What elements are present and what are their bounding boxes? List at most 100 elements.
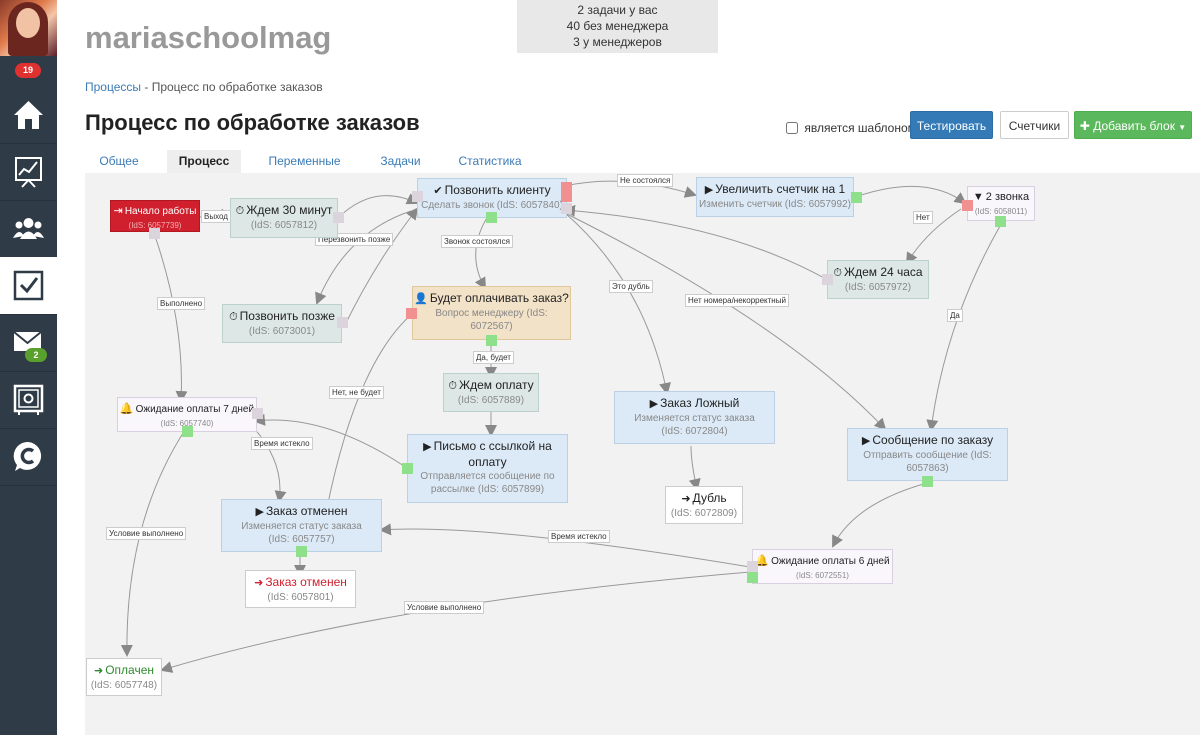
edge-fake-dup xyxy=(688,445,701,491)
mail-badge: 2 xyxy=(25,348,47,362)
port-call-ok[interactable] xyxy=(486,212,497,223)
envelope-icon xyxy=(13,331,42,351)
block-will-pay-title: Будет оплачивать заказ? xyxy=(429,291,569,305)
sidebar-item-chat[interactable] xyxy=(0,428,57,486)
block-will-pay[interactable]: 👤Будет оплачивать заказ? Вопрос менеджер… xyxy=(412,286,571,340)
port-two-yes[interactable] xyxy=(995,216,1006,227)
tasks-mine[interactable]: 2 задачи у вас xyxy=(577,3,658,17)
test-button[interactable]: Тестировать xyxy=(910,111,993,139)
block-call-client-sub: Сделать звонок (IdS: 6057840) xyxy=(421,200,563,211)
tab-process[interactable]: Процесс xyxy=(167,150,241,173)
port-cancel-out[interactable] xyxy=(296,546,307,557)
block-call-client-title: Позвонить клиенту xyxy=(444,183,551,197)
block-wait24-title: Ждем 24 часа xyxy=(843,265,923,279)
port-call-in[interactable] xyxy=(412,191,423,202)
sidebar-item-safe[interactable] xyxy=(0,371,57,429)
port-wait30-out[interactable] xyxy=(333,212,344,223)
edge-label-duplicate: Это дубль xyxy=(609,280,653,293)
clock-icon: ⏱ xyxy=(833,267,842,279)
block-letter[interactable]: ▶Письмо с ссылкой на оплату Отправляется… xyxy=(407,434,568,503)
block-fake-order[interactable]: ▶Заказ Ложный Изменяется статус заказа (… xyxy=(614,391,775,444)
port-wait6-expired[interactable] xyxy=(747,561,758,572)
template-checkbox-row[interactable]: является шаблоном xyxy=(786,121,916,135)
play-icon: ▶ xyxy=(423,441,432,453)
tab-statistics[interactable]: Статистика xyxy=(458,154,522,168)
edges-layer xyxy=(120,180,1001,673)
sidebar-item-tasks[interactable] xyxy=(0,257,57,315)
bell-icon: 🔔 xyxy=(755,555,770,567)
block-wait-payment[interactable]: ⏱Ждем оплату (IdS: 6057889) xyxy=(443,373,539,412)
template-checkbox-label: является шаблоном xyxy=(804,121,916,135)
port-wait7-expired[interactable] xyxy=(252,408,263,419)
tab-general[interactable]: Общее xyxy=(99,154,139,168)
avatar[interactable] xyxy=(0,0,57,56)
block-wait30[interactable]: ⏱Ждем 30 минут (IdS: 6057812) xyxy=(230,198,338,238)
sidebar-item-stats[interactable] xyxy=(0,143,57,201)
port-incr-out[interactable] xyxy=(851,192,862,203)
clock-icon: ⏱ xyxy=(229,311,238,323)
home-icon xyxy=(14,101,43,129)
template-checkbox[interactable] xyxy=(786,122,798,134)
edge-label-time-expired-left: Время истекло xyxy=(251,437,313,450)
block-incr-counter[interactable]: ▶Увеличить счетчик на 1 Изменить счетчик… xyxy=(696,177,854,217)
add-block-button[interactable]: ✚ Добавить блок ▼ xyxy=(1074,111,1192,139)
edge-label-no-number: Нет номера/некорректный xyxy=(685,294,789,307)
sidebar-item-users[interactable] xyxy=(0,200,57,258)
block-order-msg[interactable]: ▶Сообщение по заказу Отправить сообщение… xyxy=(847,428,1008,481)
block-call-client[interactable]: ✔Позвонить клиенту Сделать звонок (IdS: … xyxy=(417,178,567,218)
tab-tasks[interactable]: Задачи xyxy=(380,154,421,168)
process-canvas[interactable]: Выход 1 Перезвонить позже Не состоялся З… xyxy=(85,173,1200,735)
block-two-calls[interactable]: ▼2 звонка (IdS: 6058011) xyxy=(967,186,1035,221)
port-wait6-paid[interactable] xyxy=(747,572,758,583)
block-letter-sub: Отправляется сообщение по рассылке (IdS:… xyxy=(420,471,555,495)
sidebar-item-mail[interactable] xyxy=(0,314,57,372)
breadcrumb: Процессы - Процесс по обработке заказов xyxy=(85,80,323,94)
block-duplicate[interactable]: ➜Дубль (IdS: 6072809) xyxy=(665,486,743,524)
block-start-sub: (IdS: 6057739) xyxy=(128,221,182,230)
block-wait24[interactable]: ⏱Ждем 24 часа (IdS: 6057972) xyxy=(827,260,929,299)
block-wait30-sub: (IdS: 6057812) xyxy=(250,220,318,231)
add-block-label: Добавить блок xyxy=(1093,119,1175,133)
port-start-out[interactable] xyxy=(149,228,160,239)
port-letter-out[interactable] xyxy=(402,463,413,474)
port-two-no[interactable] xyxy=(962,200,973,211)
block-two-calls-sub: (IdS: 6058011) xyxy=(974,207,1028,216)
port-call-fail[interactable] xyxy=(561,182,572,202)
block-cancelled[interactable]: ➜Заказ отменен (IdS: 6057801) xyxy=(245,570,356,608)
edge-label-no: Нет xyxy=(913,211,933,224)
edge-willpay-cancel xyxy=(321,312,414,520)
port-willpay-no[interactable] xyxy=(406,308,417,319)
tasks-unassigned[interactable]: 40 без менеджера xyxy=(566,19,669,33)
block-paid[interactable]: ➜Оплачен (IdS: 6057748) xyxy=(86,658,162,696)
breadcrumb-current: Процесс по обработке заказов xyxy=(151,80,323,94)
port-msg-out[interactable] xyxy=(922,476,933,487)
block-start[interactable]: ⇥Начало работы (IdS: 6057739) xyxy=(110,200,200,232)
port-wait7-paid[interactable] xyxy=(182,426,193,437)
play-icon: ▶ xyxy=(861,435,871,447)
breadcrumb-root[interactable]: Процессы xyxy=(85,80,142,94)
block-will-pay-sub: Вопрос менеджеру (IdS: 6072567) xyxy=(435,308,548,332)
port-willpay-yes[interactable] xyxy=(486,335,497,346)
tasks-summary[interactable]: 2 задачи у вас 40 без менеджера 3 у мене… xyxy=(517,0,718,53)
block-paid-sub: (IdS: 6057748) xyxy=(90,680,158,691)
edge-label-time-expired-right: Время истекло xyxy=(548,530,610,543)
edge-label-call-done: Звонок состоялся xyxy=(441,235,513,248)
port-wait24-out[interactable] xyxy=(822,274,833,285)
block-call-later[interactable]: ⏱Позвонить позже (IdS: 6073001) xyxy=(222,304,342,343)
block-cancel-status[interactable]: ▶Заказ отменен Изменяется статус заказа … xyxy=(221,499,382,552)
port-call-other[interactable] xyxy=(561,203,572,214)
sign-in-icon: ⇥ xyxy=(113,205,123,217)
tasks-managers[interactable]: 3 у менеджеров xyxy=(573,35,662,49)
counters-button[interactable]: Счетчики xyxy=(1000,111,1069,139)
notifications-badge[interactable]: 19 xyxy=(15,63,41,78)
tab-variables[interactable]: Переменные xyxy=(268,154,341,168)
edge-letter-wait7 xyxy=(253,413,408,469)
port-later-out[interactable] xyxy=(337,317,348,328)
users-icon xyxy=(13,218,44,239)
edge-two-msg xyxy=(926,225,1001,432)
block-cancelled-title: Заказ отменен xyxy=(265,575,347,589)
block-wait6[interactable]: 🔔Ожидание оплаты 6 дней (IdS: 6072551) xyxy=(752,549,893,584)
edge-wait7-cancel xyxy=(252,426,287,503)
sidebar-item-home[interactable] xyxy=(0,86,57,144)
user-icon: 👤 xyxy=(414,293,428,305)
